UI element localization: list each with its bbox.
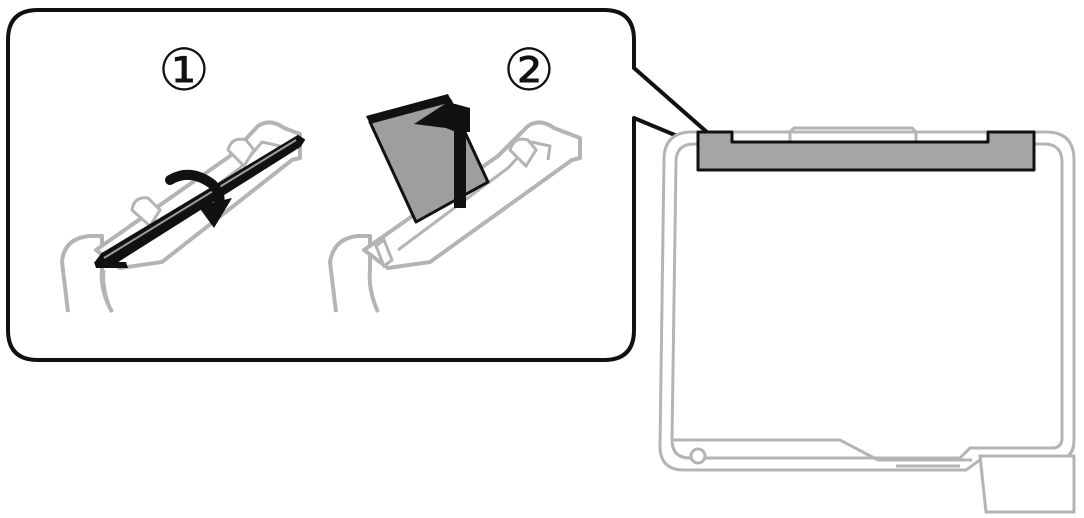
- printer-front-view: [658, 126, 1076, 514]
- callout-bubble: [6, 8, 744, 362]
- paper-support-rotate-icon: [165, 169, 232, 228]
- rear-paper-feed-highlight: [696, 130, 1036, 172]
- printer-body-outline: [658, 130, 1076, 472]
- step-2-illustration: [328, 94, 582, 313]
- step-1-number: ①: [158, 36, 210, 104]
- step-1-illustration: [60, 120, 305, 313]
- paper-support-extend-icon: [414, 102, 470, 208]
- paper-support-bar: [94, 135, 305, 268]
- output-tray: [978, 454, 1076, 514]
- power-button: [689, 447, 707, 465]
- step-2-number: ②: [503, 36, 555, 104]
